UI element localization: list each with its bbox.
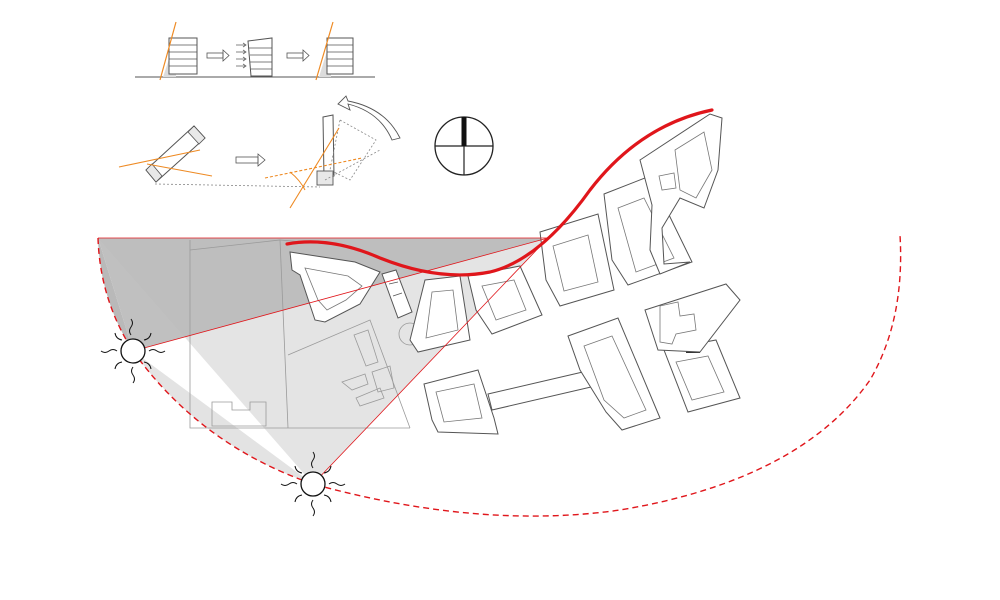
sun-ray-line [159,21,177,81]
building-block [467,265,543,335]
section-building-2 [236,37,273,77]
building-block [539,213,615,307]
sun-icon [100,318,166,384]
building-block [289,251,381,323]
sun-ray-line [315,21,334,81]
rotated-block-before [118,125,321,188]
sun-path [97,234,902,517]
building-block [423,369,499,435]
existing-parcels [189,239,422,429]
rotation-arrow-icon [337,95,401,141]
primary-curve-path [285,108,714,277]
sun-path-arc [97,234,902,517]
building-block [639,113,723,275]
sun-ray-line [312,237,549,485]
building-blocks [289,113,741,435]
section-diagram [135,21,375,81]
north-compass-icon [434,116,494,176]
wind-arrow-icons [236,42,247,69]
building-block [381,269,413,319]
sun-ray-line [132,237,549,352]
section-building-1 [159,21,198,81]
building-block [409,275,471,353]
building-block [644,283,741,353]
building-block [663,339,741,413]
rotated-block-after [264,95,401,209]
rotation-diagram [118,95,401,209]
arrow-right-icon [235,153,266,167]
section-building-3 [315,21,354,81]
sun-icon [280,451,346,517]
arrow-right-icon [286,49,310,62]
building-block [567,317,661,431]
arrow-right-icon [206,49,230,62]
